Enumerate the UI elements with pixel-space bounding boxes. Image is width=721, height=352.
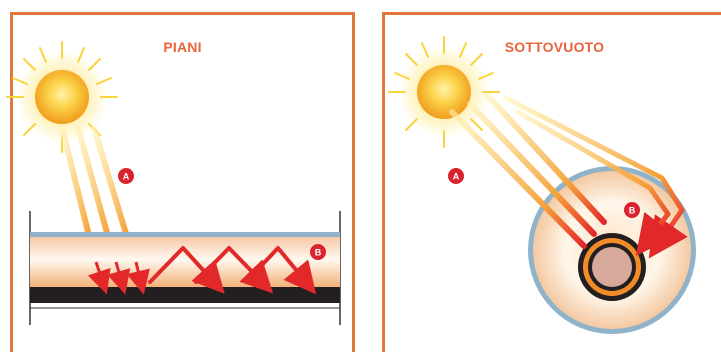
svg-text:A: A [123, 172, 130, 182]
left-sun-group [6, 41, 118, 153]
left-entering-beams [87, 261, 150, 295]
panel-title-sottovuoto: SOTTOVUOTO [504, 39, 605, 55]
glass-cover [30, 232, 340, 237]
right-sun-group [388, 36, 500, 148]
badge-b-left: B [310, 244, 326, 260]
badge-a-right: A [448, 168, 464, 184]
sun-icon-right [417, 65, 471, 119]
panel-title-piani: PIANI [163, 39, 202, 55]
right-incoming-beams [449, 93, 607, 249]
collector-cavity [30, 237, 340, 287]
svg-text:A: A [453, 172, 460, 182]
right-reflected-beams [503, 95, 688, 259]
sun-rays-right [388, 36, 500, 148]
beam-right-1 [449, 109, 587, 249]
absorber-plate [30, 287, 340, 303]
heat-fluid-core [592, 247, 632, 287]
beam-right-2 [467, 101, 597, 237]
svg-text:B: B [629, 206, 636, 216]
sun-icon-left [35, 70, 89, 124]
badge-b-right: B [624, 202, 640, 218]
beam-right-3 [485, 93, 607, 225]
left-zigzag-reflections [148, 246, 317, 295]
badge-a-left: A [118, 168, 134, 184]
svg-text:B: B [315, 248, 322, 258]
